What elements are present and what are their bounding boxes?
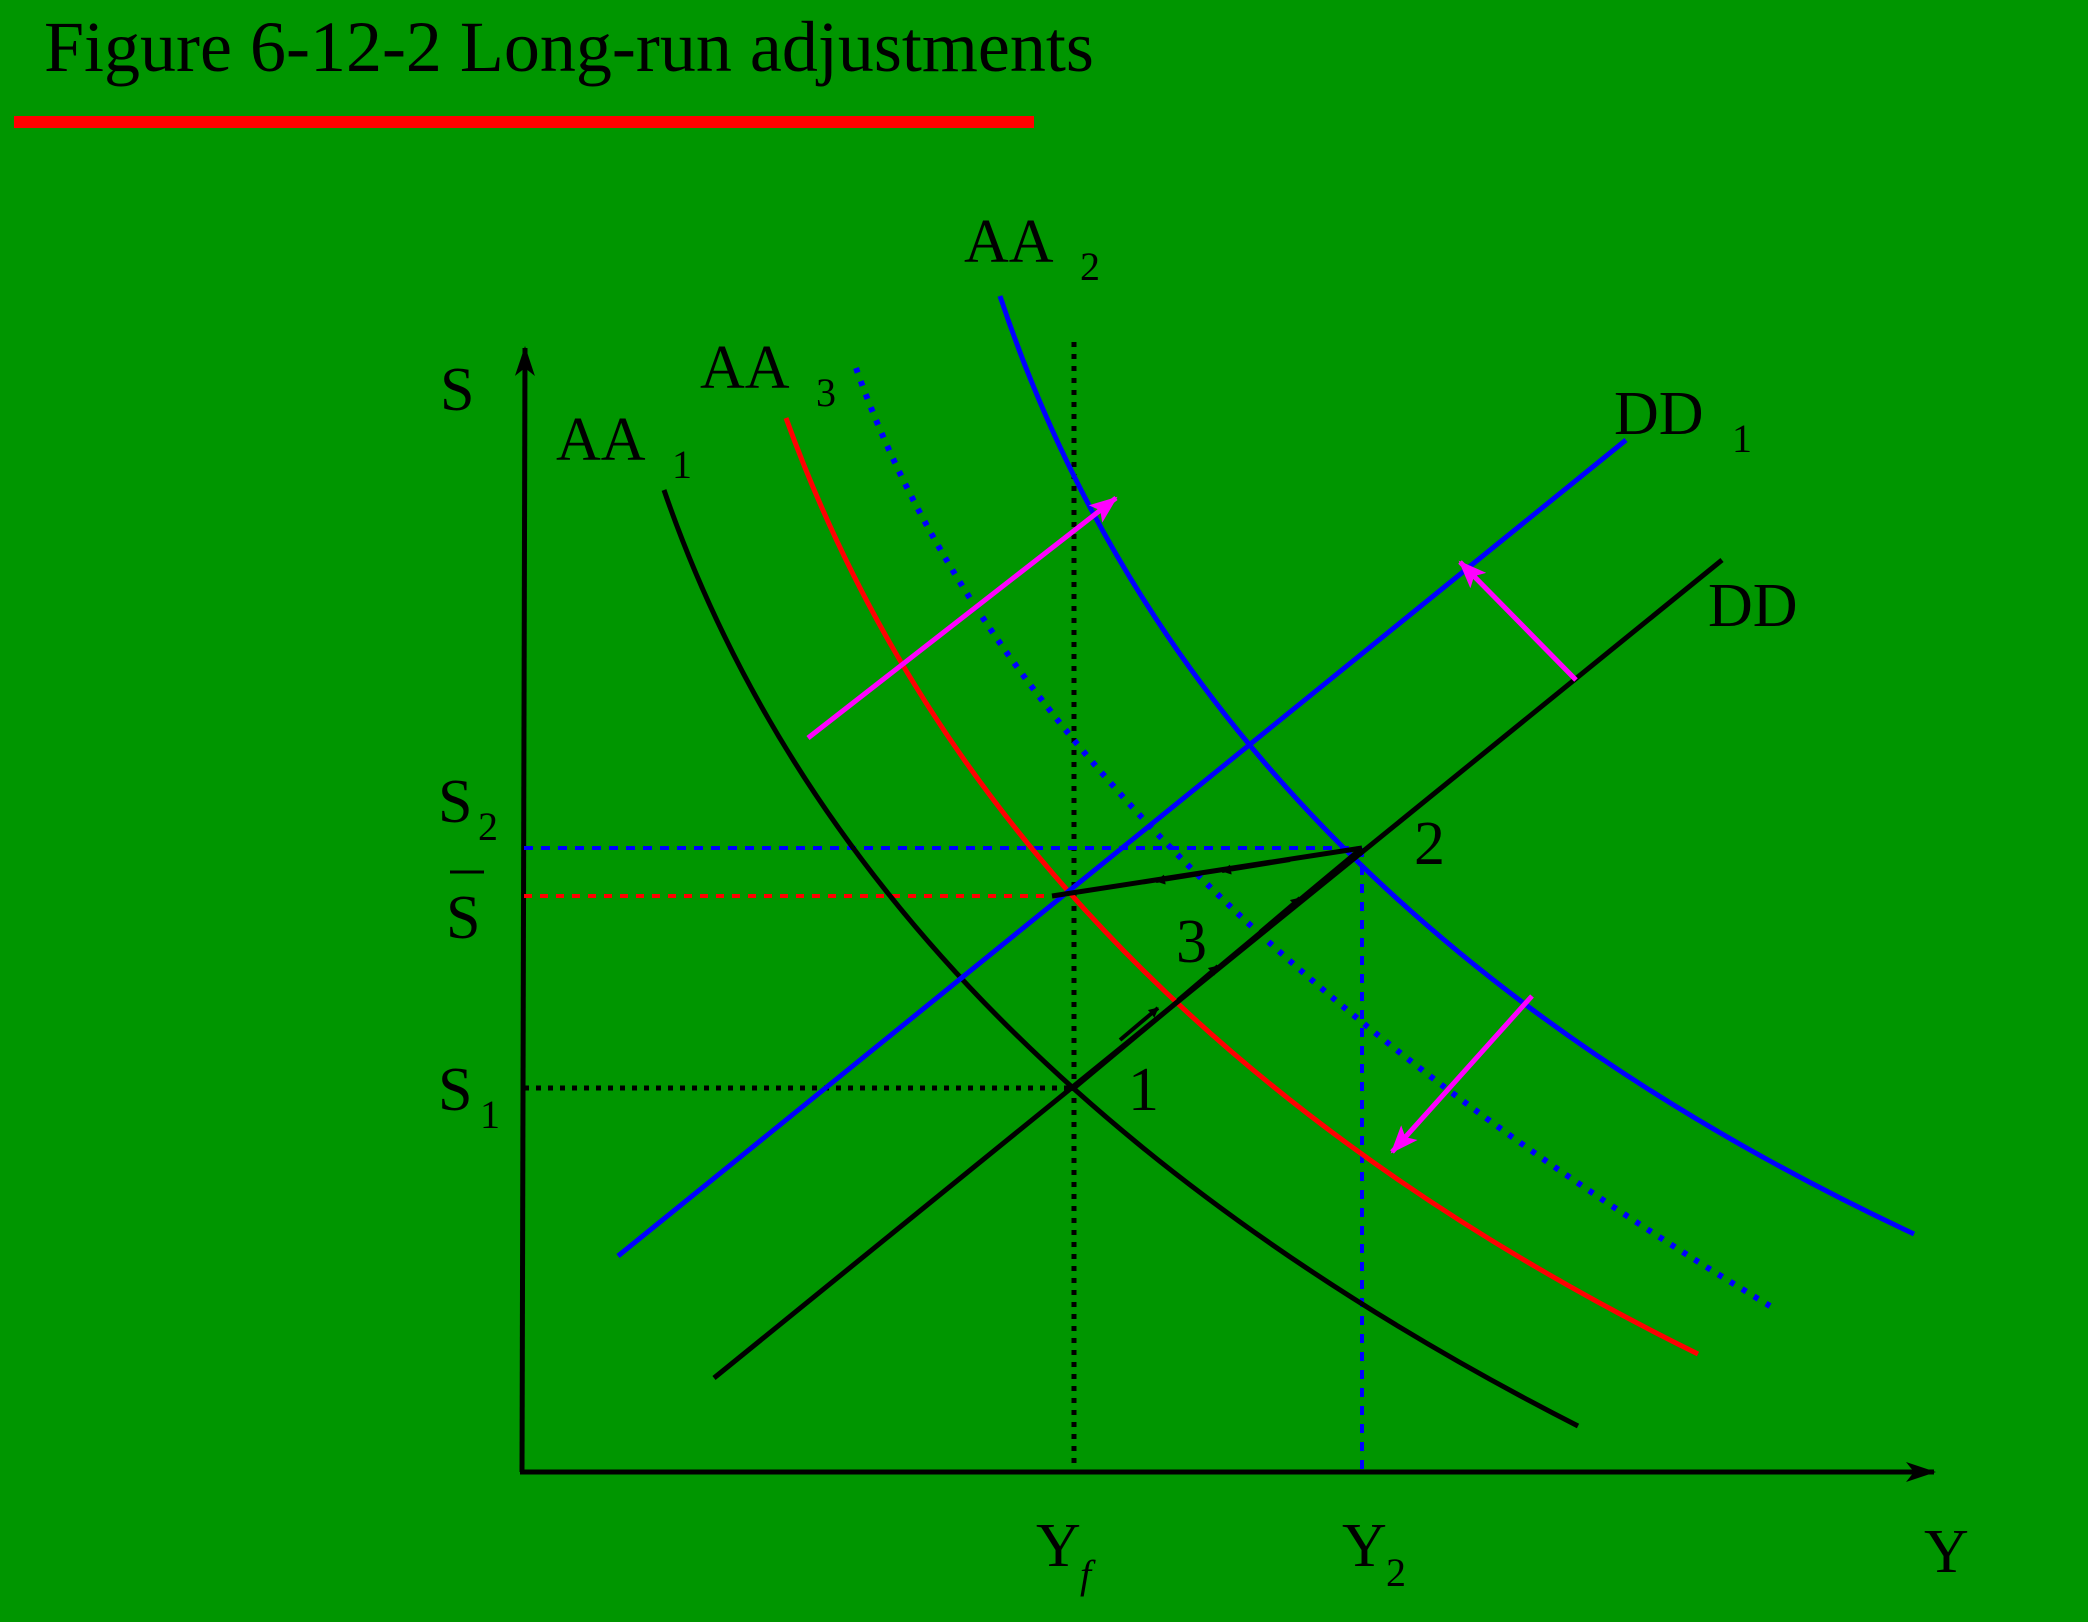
title-underline [14,116,1034,128]
path-2-to-3 [1051,845,1363,899]
dd1-line [616,438,1628,1258]
svg-text:AA: AA [556,406,646,474]
yf-label: Y f [1036,1512,1096,1597]
svg-text:S: S [446,884,480,952]
svg-text:f: f [1080,1552,1096,1597]
svg-text:1: 1 [1732,416,1752,461]
dd1-label: DD 1 [1614,380,1752,461]
path-arrow-up-3 [1258,896,1302,934]
dd-label: DD [1708,572,1798,640]
svg-text:2: 2 [1080,244,1100,289]
aa-shift-right-arrow [806,496,1118,740]
path-arrow-up-1 [1118,1006,1160,1042]
svg-text:S: S [438,1056,472,1124]
dd-shift-up-arrow [1458,560,1578,682]
svg-text:S: S [438,768,472,836]
point-3-label: 3 [1176,908,1207,976]
aa1-label: AA 1 [556,406,692,487]
aa2-curve [997,295,1916,1237]
svg-text:2: 2 [478,804,498,849]
svg-text:1: 1 [672,442,692,487]
x-axis-label: Y [1924,1518,1969,1586]
point-1-label: 1 [1128,1056,1159,1124]
svg-text:1: 1 [480,1092,500,1137]
path-arrow-up-2 [1176,964,1220,1002]
aa-dotted-curve [853,366,1772,1309]
svg-text:DD: DD [1614,380,1704,448]
s-bar-label: S [446,870,484,952]
svg-text:Y: Y [1342,1512,1387,1580]
figure-title: Figure 6-12-2 Long-run adjustments [44,7,1094,87]
aa-shift-back-arrow [1390,994,1534,1154]
aa2-label: AA 2 [964,208,1100,289]
y2-label: Y 2 [1342,1512,1406,1595]
path-arrow-left-1 [1221,858,1291,875]
path-arrow-left-2 [1155,872,1201,885]
svg-text:AA: AA [700,334,790,402]
y-axis-label: S [440,356,474,424]
svg-text:2: 2 [1386,1550,1406,1595]
aa3-curve [783,417,1700,1357]
aa3-label: AA 3 [700,334,836,415]
s1-label: S 1 [438,1056,500,1137]
vertical-axis [514,346,535,1473]
svg-text:3: 3 [816,370,836,415]
point-2-label: 2 [1414,810,1445,878]
aa1-curve [661,489,1580,1429]
svg-text:Y: Y [1036,1512,1081,1580]
s2-label: S 2 [438,768,498,849]
svg-text:AA: AA [964,208,1054,276]
